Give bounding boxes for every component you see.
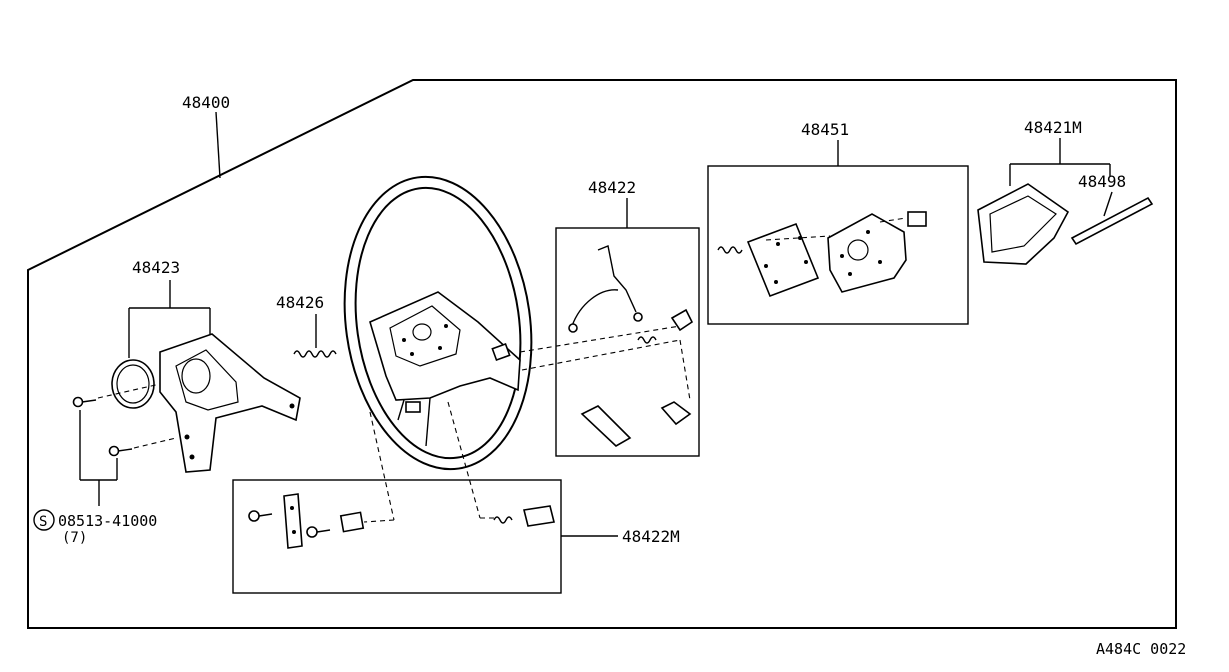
label-48498: 48498 [1078, 172, 1126, 191]
screw-upper [72, 396, 97, 408]
contact-kit-box [232, 479, 562, 594]
label-48423: 48423 [132, 258, 180, 277]
diagram-code: A484C 0022 [1096, 640, 1186, 658]
horn-pad-group: 48421M 48498 [977, 118, 1154, 265]
horn-contact-group: 48422 [519, 178, 700, 457]
label-48421M: 48421M [1024, 118, 1082, 137]
switch-bracket-box [707, 165, 969, 325]
screw-lower [108, 445, 133, 457]
horn-contact-box [555, 227, 700, 457]
spring-group: 48426 [276, 293, 337, 358]
label-48451: 48451 [801, 120, 849, 139]
horn-pad-assy-group: 48423 S 08513-41000 [33, 258, 301, 546]
label-48426: 48426 [276, 293, 324, 312]
spring [293, 350, 337, 358]
leader-48400 [215, 111, 221, 179]
emblem [1070, 196, 1154, 246]
label-48422M: 48422M [622, 527, 680, 546]
switch-bracket-group: 48451 [707, 120, 969, 325]
steering-wheel [343, 175, 533, 471]
label-08513-41000: 08513-41000 [58, 512, 157, 530]
label-48400: 48400 [182, 93, 230, 112]
assembly-outline [27, 79, 1177, 629]
label-screw-qty: (7) [62, 530, 87, 546]
screw-symbol: S [39, 514, 47, 530]
label-48422: 48422 [588, 178, 636, 197]
contact-kit-group: 48422M [232, 401, 680, 594]
screw-symbol-circle [33, 509, 55, 531]
